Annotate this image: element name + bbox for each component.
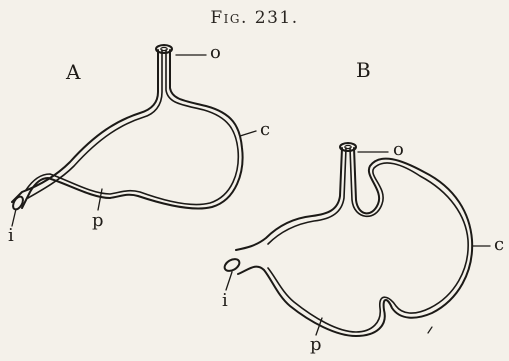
- intestine-opening-b: [223, 257, 242, 274]
- leader-b-i: [226, 272, 232, 290]
- oesophagus-opening-b: [340, 143, 356, 151]
- stomach-b-oesophagus-left: [236, 148, 342, 250]
- marker-a-p: p: [92, 212, 104, 230]
- stomach-b-oesophagus-right: [238, 148, 472, 336]
- marker-a-i: i: [8, 227, 14, 245]
- stomach-b-outline: [223, 143, 473, 336]
- panel-label-b: B: [356, 60, 371, 80]
- marker-a-o: o: [210, 44, 221, 62]
- print-speck: [428, 327, 432, 333]
- panel-label-a: A: [66, 62, 80, 82]
- marker-a-c: c: [260, 121, 270, 139]
- marker-b-i: i: [222, 292, 228, 310]
- leader-a-i: [12, 209, 16, 226]
- stomach-a-outer-wall: [12, 50, 158, 202]
- oesophagus-opening-a: [156, 45, 172, 53]
- stomach-b-oesophagus-left-inner: [268, 148, 346, 244]
- stomach-a-outline: [11, 45, 243, 211]
- stomach-b-wall-inner-layer: [268, 148, 468, 332]
- leader-a-c: [240, 131, 256, 136]
- marker-b-p: p: [310, 336, 322, 354]
- stomach-a-inner-wall: [22, 50, 243, 209]
- stomach-a-wall-inner-layer: [28, 50, 162, 198]
- marker-b-c: c: [494, 236, 504, 254]
- marker-b-o: o: [393, 141, 404, 159]
- intestine-opening-a: [11, 195, 25, 211]
